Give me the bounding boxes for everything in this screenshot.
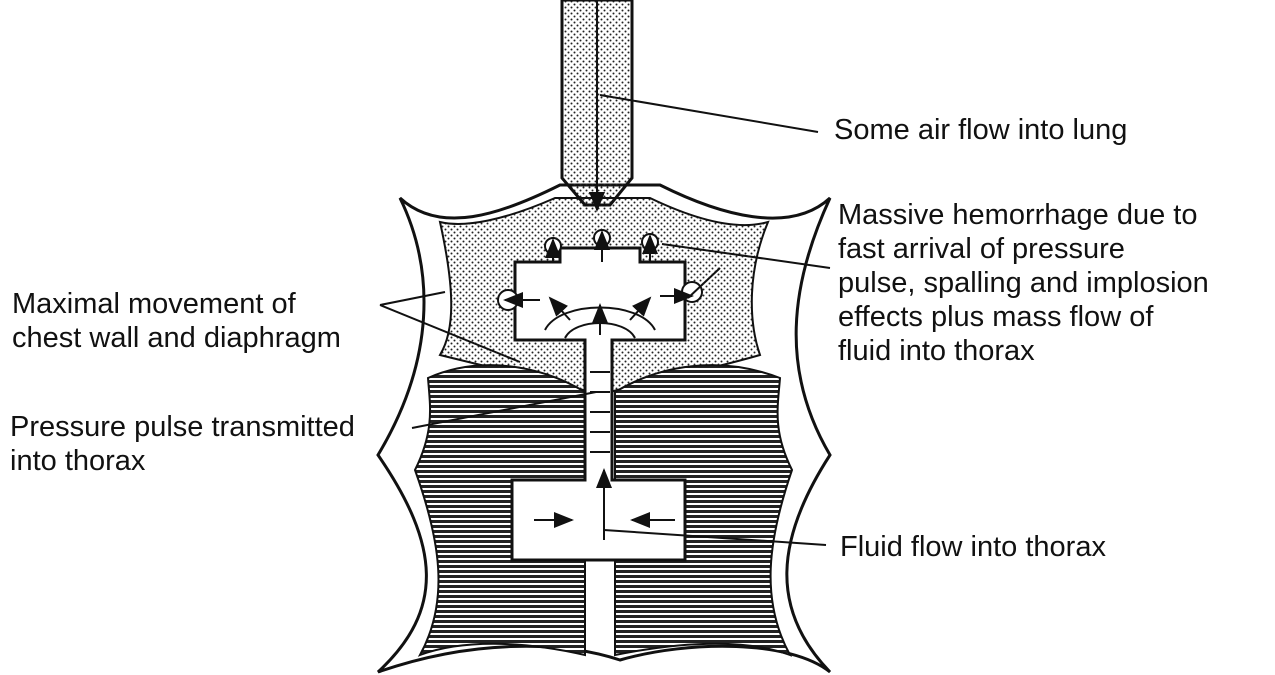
- label-fluid-flow: Fluid flow into thorax: [840, 530, 1106, 564]
- label-air-flow: Some air flow into lung: [834, 113, 1127, 147]
- label-pressure-pulse: Pressure pulse transmitted into thorax: [10, 410, 355, 478]
- label-chest-wall: Maximal movement of chest wall and diaph…: [12, 287, 341, 355]
- label-hemorrhage: Massive hemorrhage due to fast arrival o…: [838, 198, 1209, 368]
